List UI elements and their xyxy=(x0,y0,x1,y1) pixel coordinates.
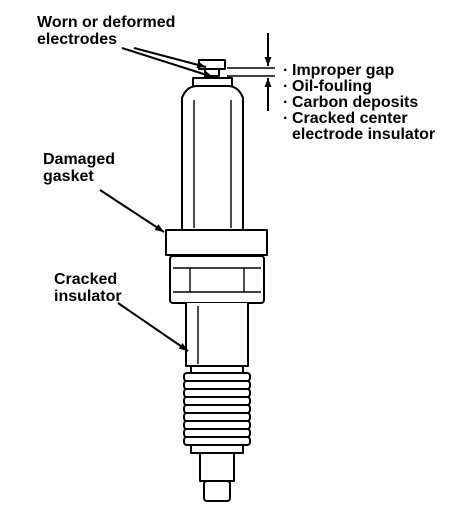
upper-insulator xyxy=(181,85,244,230)
ground-electrode xyxy=(199,452,235,502)
worn-electrodes-label-line1: Worn or deformed xyxy=(37,14,176,31)
gap-fault-item: ·Improper gap xyxy=(283,62,395,79)
worn-electrodes-label: Worn or deformed electrodes xyxy=(37,14,175,48)
cracked-insulator-label: Cracked insulator xyxy=(54,271,122,305)
gap-fault-item: ·Carbon deposits xyxy=(283,94,419,111)
gasket-leader xyxy=(99,189,165,233)
damaged-gasket-label-line1: Damaged xyxy=(43,151,116,168)
lower-insulator xyxy=(185,303,249,367)
gap-faults-list: ·Improper gap ·Oil-fouling ·Carbon depos… xyxy=(283,63,435,143)
threads xyxy=(183,365,251,454)
damaged-gasket-label-line2: gasket xyxy=(43,168,94,185)
gap-fault-item-continuation: electrode insulator xyxy=(292,126,436,143)
electrodes-leader-2 xyxy=(133,47,207,69)
hex-nut xyxy=(169,255,265,304)
electrodes-leader-1 xyxy=(121,47,214,78)
insulator-leader xyxy=(117,302,189,352)
worn-electrodes-label-line2: electrodes xyxy=(37,31,118,48)
gap-fault-item: ·Cracked center xyxy=(283,110,408,127)
gap-fault-item: ·Oil-fouling xyxy=(283,78,372,95)
cracked-insulator-label-line2: insulator xyxy=(54,288,122,305)
damaged-gasket-label: Damaged gasket xyxy=(43,151,115,185)
gasket xyxy=(165,229,268,256)
gap-dimension xyxy=(227,33,275,111)
cracked-insulator-label-line1: Cracked xyxy=(54,271,118,288)
